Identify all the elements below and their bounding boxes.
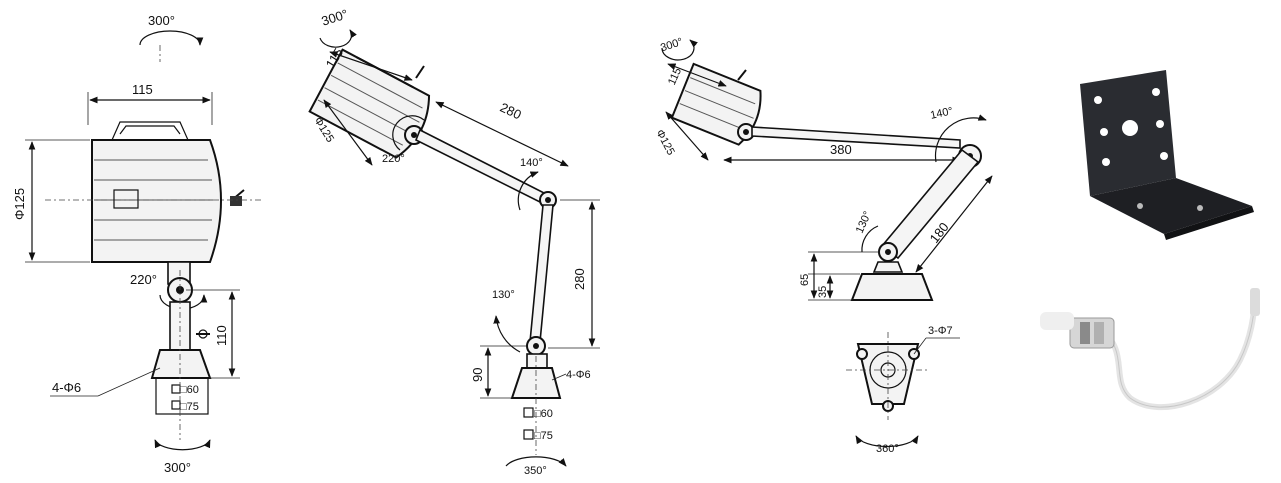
side2-base-angle-label: 130°	[854, 210, 874, 236]
rotation-arrow-bottom	[154, 439, 211, 451]
side1-base	[510, 367, 562, 399]
side1-lower-arm	[529, 204, 554, 343]
side1-lower-arm-label: 280	[572, 268, 587, 290]
front-rot-bottom-label: 300°	[164, 460, 191, 475]
side1-upper-arm-label: 280	[498, 100, 524, 123]
side1-upper-arm-dimension	[435, 101, 569, 167]
side2-lower-arm	[880, 148, 980, 260]
side2-height-base-label: 35	[817, 286, 829, 298]
front-joint-angle-label: 220°	[130, 272, 157, 287]
side2-rot-bottom-label: 360°	[876, 443, 899, 455]
side2-upper-arm	[751, 126, 961, 149]
side-view-2: 300° 115 Φ125 380 140° 180 130°	[653, 36, 993, 455]
side2-rot-top-label: 300°	[659, 36, 684, 54]
side2-lower-arm-dimension	[915, 175, 993, 273]
front-view: 300° 115 Φ125 220°	[12, 13, 262, 475]
side2-rotation-arrow-top	[661, 39, 698, 61]
side2-lower-arm-label: 180	[927, 220, 952, 246]
cable-connector-photo	[1040, 288, 1260, 411]
lamp-head-front	[91, 139, 222, 263]
side2-holes-label: 3-Φ7	[928, 325, 953, 337]
side2-diameter-label: Φ125	[653, 128, 676, 158]
side2-elbow-angle-label: 140°	[929, 105, 954, 121]
front-rot-top-label: 300°	[148, 13, 175, 28]
side1-base-height-label: 90	[470, 368, 485, 382]
front-base-height-label: 110	[214, 325, 229, 346]
front-diameter-label: Φ125	[12, 188, 27, 220]
angle-bracket-photo	[1080, 70, 1254, 240]
side1-rot-bottom-label: 350°	[524, 465, 547, 477]
side1-rotation-arrow-top	[319, 29, 357, 48]
side1-holes-label: 4-Φ6	[566, 369, 591, 381]
front-sq-outer-label: □75	[180, 401, 199, 413]
front-base	[150, 349, 212, 379]
side1-rotation-arrow-bottom	[505, 456, 567, 467]
side2-height-total-label: 65	[799, 274, 811, 286]
side1-rot-top-label: 300°	[320, 6, 350, 29]
side1-joint-angle-label: 220°	[382, 153, 405, 165]
side2-base	[850, 273, 934, 301]
front-width-label: 115	[132, 82, 153, 97]
side1-sq-outer-label: □75	[534, 430, 553, 442]
rotation-arrow-top	[139, 30, 204, 46]
side1-elbow-angle-label: 140°	[520, 157, 543, 169]
lamp-handle	[111, 121, 189, 141]
side-view-1: 300° 115 Φ125 220° 280 140°	[308, 6, 600, 477]
front-sq-inner-label: □60	[180, 384, 199, 396]
side1-base-angle-label: 130°	[492, 289, 515, 301]
side2-upper-arm-label: 380	[830, 142, 852, 157]
front-holes-label: 4-Φ6	[52, 380, 81, 395]
side1-sq-inner-label: □60	[534, 408, 553, 420]
side2-rotation-arrow-bottom	[855, 435, 919, 448]
